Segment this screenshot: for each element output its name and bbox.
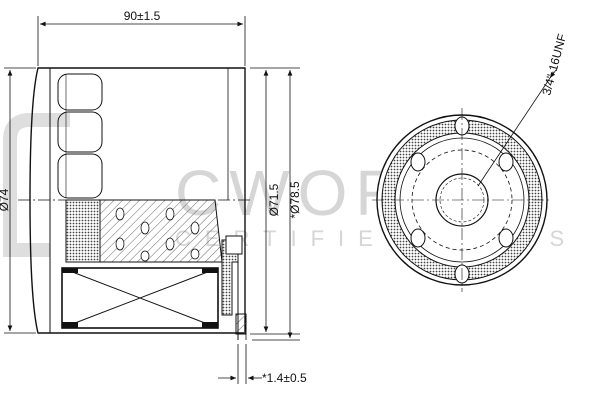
side-view: 90±1.5 Ø74 Ø71.5 *Ø78.5 *1.4±0.5: [0, 9, 307, 385]
inlet-holes: [410, 116, 514, 284]
gasket-inner-diameter-label: Ø71.5: [267, 183, 281, 216]
gasket-outer-diameter-label: *Ø78.5: [288, 181, 302, 219]
dim-gasket-diameters: Ø71.5 *Ø78.5: [250, 67, 302, 341]
bypass-valve-box: [61, 267, 219, 329]
filter-media-section: [65, 199, 223, 263]
housing-outline: [29, 67, 246, 334]
base-plate-section: [221, 235, 247, 340]
grip-ribs: [57, 73, 103, 199]
thread-spec-label: 3/4"-16UNF: [539, 32, 569, 96]
end-view: 3/4"-16UNF: [372, 32, 569, 292]
watermark-logo-mark: [3, 113, 70, 257]
housing-diameter-label: Ø74: [0, 188, 11, 211]
dim-housing-diameter: Ø74: [0, 67, 36, 334]
gasket-thickness-label: *1.4±0.5: [262, 371, 307, 385]
overall-length-label: 90±1.5: [124, 9, 161, 23]
dim-overall-length: 90±1.5: [37, 9, 246, 66]
dim-gasket-thickness: *1.4±0.5: [218, 344, 307, 385]
